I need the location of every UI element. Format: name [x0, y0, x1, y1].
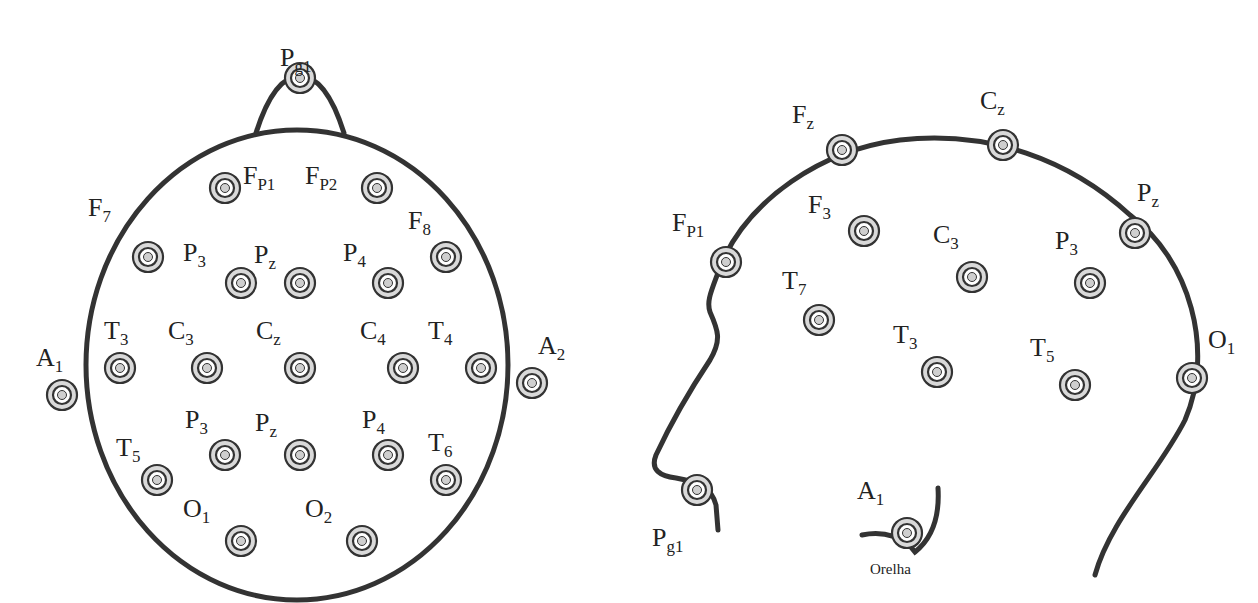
electrode-label: T4 — [428, 318, 452, 344]
electrode-label: Pz — [1137, 180, 1159, 206]
electrode-label: T7 — [782, 268, 806, 294]
electrode-label: T3 — [893, 322, 917, 348]
electrode-label: Pg1 — [652, 525, 683, 551]
electrode-label: P3 — [183, 240, 206, 266]
electrode-label: Cz — [980, 88, 1005, 114]
electrode — [47, 63, 1207, 556]
electrode-label: FP2 — [305, 163, 337, 189]
electrode-label: F8 — [408, 208, 431, 234]
electrode-label: P4 — [362, 407, 385, 433]
electrode-label: Pz — [255, 410, 277, 436]
electrode-label: C4 — [360, 318, 386, 344]
electrode-label: Pz — [254, 242, 276, 268]
electrode-label: T6 — [428, 430, 452, 456]
electrode-label: Fz — [792, 102, 814, 128]
electrode-label: P4 — [343, 240, 366, 266]
electrode-label: Pg1 — [280, 45, 311, 71]
electrode-label: Cz — [256, 318, 281, 344]
electrode-label: T3 — [104, 318, 128, 344]
electrode-label: F3 — [808, 192, 831, 218]
electrode-label: C3 — [933, 222, 959, 248]
electrode-label: A2 — [538, 333, 565, 359]
electrode-label: O2 — [305, 496, 332, 522]
electrode-label: A1 — [857, 478, 884, 504]
electrode-label: A1 — [36, 345, 63, 371]
electrode-label: P3 — [1055, 228, 1078, 254]
electrode-label: T5 — [116, 435, 140, 461]
electrode-label: C3 — [168, 318, 194, 344]
electrode-label: O1 — [1208, 327, 1235, 353]
electrode-label: FP1 — [243, 163, 275, 189]
electrode-label: FP1 — [672, 210, 704, 236]
electrode-label: P3 — [185, 407, 208, 433]
electrode-label: T5 — [1030, 335, 1054, 361]
electrode-label: F7 — [88, 195, 111, 221]
electrode-label: O1 — [183, 496, 210, 522]
part-label: Orelha — [870, 562, 911, 577]
